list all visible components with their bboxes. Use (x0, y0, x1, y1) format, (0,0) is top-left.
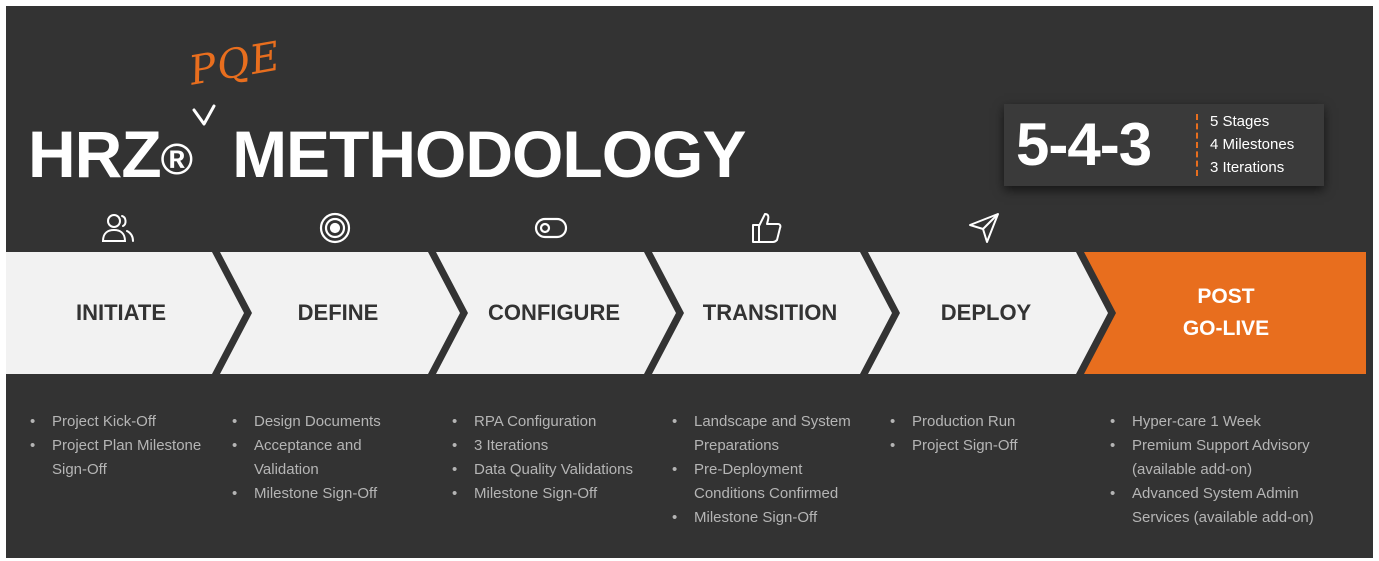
summary-box: 5-4-3 5 Stages 4 Milestones 3 Iterations (1004, 104, 1324, 186)
list-item: RPA Configuration (448, 410, 658, 434)
list-item: 3 Iterations (448, 434, 658, 458)
list-item: Landscape and System Preparations (668, 410, 872, 458)
page-title: HRZ® METHODOLOGY (28, 114, 746, 194)
post-go-live-bullets: Hyper-care 1 Week Premium Support Adviso… (1106, 410, 1336, 530)
summary-stages: 5 Stages (1210, 113, 1270, 130)
summary-divider (1196, 114, 1198, 176)
stage-deploy-label: DEPLOY (940, 300, 1032, 325)
thumbs-up-icon (749, 210, 785, 246)
stage-define-label: DEFINE (297, 300, 379, 325)
chevron-deploy (868, 252, 1108, 374)
list-item: Milestone Sign-Off (448, 482, 658, 506)
summary-milestones: 4 Milestones (1210, 136, 1295, 153)
title-brand: HRZ (28, 117, 162, 191)
stage-transition-label: TRANSITION (702, 300, 838, 325)
stage-post-line1: POST (1197, 285, 1255, 308)
chevron-configure (436, 252, 676, 374)
stage-post-line2: GO-LIVE (1182, 317, 1270, 340)
configure-bullets: RPA Configuration 3 Iterations Data Qual… (448, 410, 658, 506)
chevron-transition (652, 252, 892, 374)
list-item: Pre-Deployment Conditions Confirmed (668, 458, 872, 506)
methodology-slide: HRZ®METHODOLOGY PQE 5-4-3 5 Stages 4 Mil… (6, 6, 1373, 558)
stage-initiate-label: INITIATE (75, 300, 167, 325)
list-item: Project Plan Milestone Sign-Off (26, 434, 222, 482)
list-item: Milestone Sign-Off (668, 506, 872, 530)
list-item: Hyper-care 1 Week (1106, 410, 1336, 434)
send-icon (966, 210, 1002, 246)
deploy-bullets: Production Run Project Sign-Off (886, 410, 1082, 458)
transition-bullets: Landscape and System Preparations Pre-De… (668, 410, 872, 530)
summary-iterations: 3 Iterations (1210, 159, 1285, 176)
stage-chevrons (6, 252, 1366, 374)
chevron-post-go-live (1084, 252, 1366, 374)
chevron-define (220, 252, 460, 374)
toggle-icon (533, 210, 569, 246)
list-item: Project Kick-Off (26, 410, 222, 434)
summary-number: 5-4-3 (1016, 111, 1152, 178)
list-item: Advanced System Admin Services (availabl… (1106, 482, 1336, 530)
chevron-initiate (6, 252, 244, 374)
stage-configure-label: CONFIGURE (488, 300, 620, 325)
list-item: Premium Support Advisory (available add-… (1106, 434, 1336, 482)
caret-mark-icon (192, 104, 216, 126)
stage-post-go-live-label: POST GO-LIVE (1106, 252, 1346, 374)
define-bullets: Design Documents Acceptance and Validati… (228, 410, 424, 506)
target-icon (317, 210, 353, 246)
title-methodology: METHODOLOGY (232, 117, 746, 191)
list-item: Production Run (886, 410, 1082, 434)
registered-mark: ® (160, 135, 193, 184)
list-item: Acceptance and Validation (228, 434, 424, 482)
list-item: Project Sign-Off (886, 434, 1082, 458)
users-icon (100, 210, 136, 246)
list-item: Design Documents (228, 410, 424, 434)
list-item: Milestone Sign-Off (228, 482, 424, 506)
initiate-bullets: Project Kick-Off Project Plan Milestone … (26, 410, 222, 482)
list-item: Data Quality Validations (448, 458, 658, 482)
summary-lines: 5 Stages 4 Milestones 3 Iterations (1210, 110, 1294, 179)
